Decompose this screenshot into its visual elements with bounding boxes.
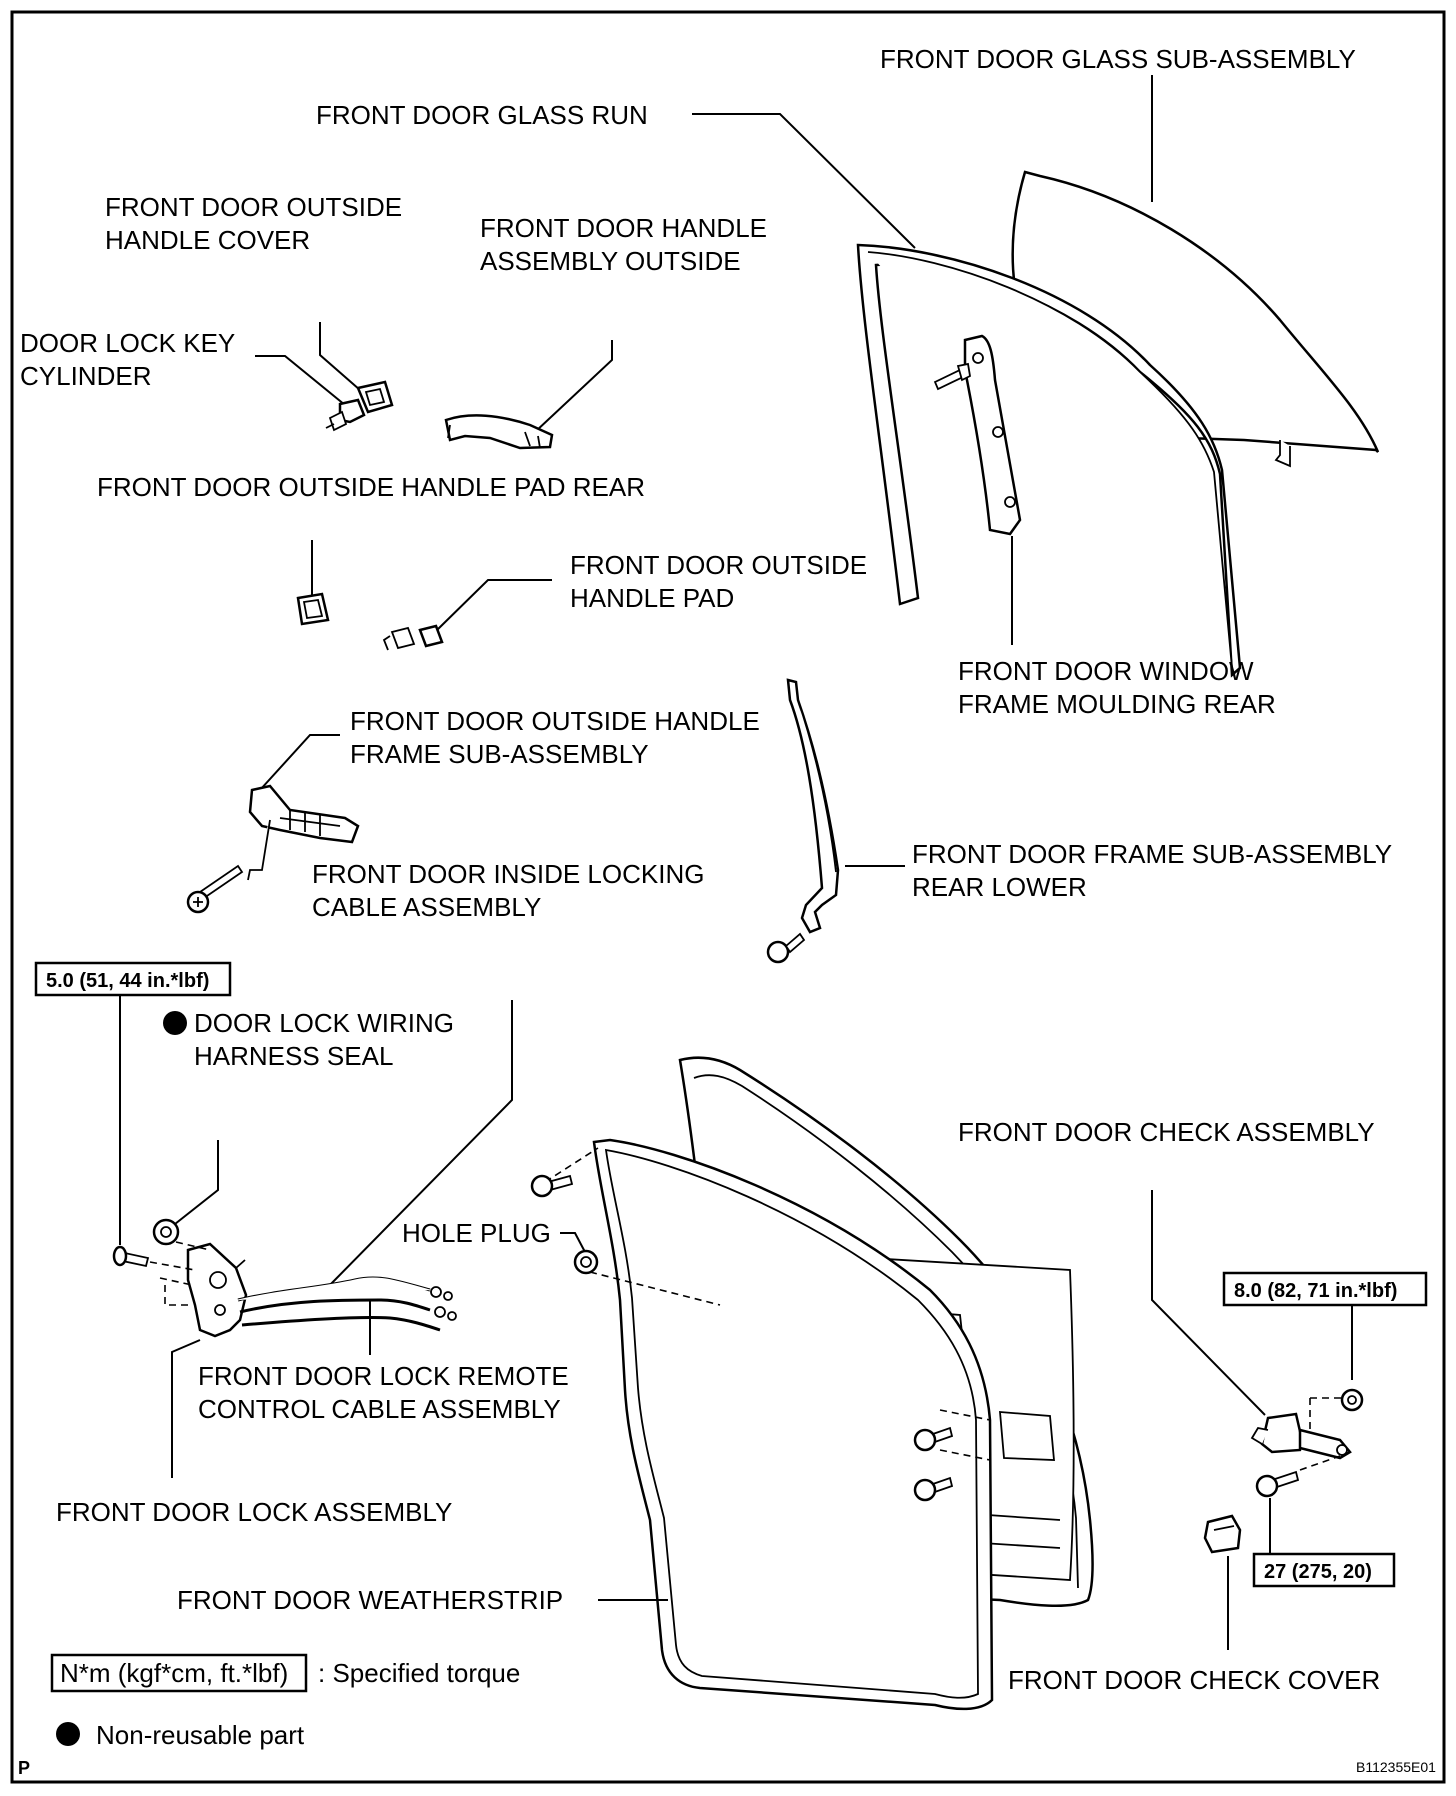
legend-torque-box [50,1653,308,1693]
corner-mark: P [18,1758,30,1778]
window-frame-moulding-part [963,334,1022,536]
figure-border [10,10,1446,1784]
figure-code: B112355E01 [1356,1759,1436,1775]
glass-run-leader [692,113,916,249]
check-nut-torque-box [1222,1271,1428,1307]
window-frame-moulding-label-2: FRAME MOULDING REAR [958,689,1276,719]
weatherstrip-label: FRONT DOOR WEATHERSTRIP [177,1585,563,1615]
glass-run-part [856,243,1242,678]
remote-cable-label-1: FRONT DOOR LOCK REMOTE [198,1361,569,1391]
handle-frame-label-2: FRAME SUB-ASSEMBLY [350,739,649,769]
handle-frame-label-1: FRONT DOOR OUTSIDE HANDLE [350,706,760,736]
check-assembly-part [1250,1412,1352,1460]
frame-rear-lower-label-1: FRONT DOOR FRAME SUB-ASSEMBLY [912,839,1392,869]
handle-pad-rear-part [296,592,330,626]
frame-rear-lower-part [786,678,840,934]
check-nut-part [1340,1388,1364,1412]
hole-plug-leader [560,1232,586,1253]
check-assembly-label: FRONT DOOR CHECK ASSEMBLY [958,1117,1375,1147]
key-cylinder-leader [255,355,346,406]
door-clip-icons [530,1174,954,1502]
hole-plug-label: HOLE PLUG [402,1218,551,1248]
check-bolt-part [1255,1470,1300,1498]
handle-assembly-outside-part [444,414,554,450]
lock-assembly-leader [171,1339,201,1478]
glass-sub-assembly-label: FRONT DOOR GLASS SUB-ASSEMBLY [880,44,1356,74]
handle-pad-leader [434,579,552,633]
wiring-seal-bullet-icon [163,1011,187,1035]
lock-screw-torque-box [34,961,232,997]
handle-pad-label-2: HANDLE PAD [570,583,734,613]
wiring-seal-part [152,1218,180,1246]
lock-dash-lines [149,1241,211,1306]
glass-run-label: FRONT DOOR GLASS RUN [316,100,648,130]
handle-assembly-outside-leader [534,340,613,433]
weatherstrip-part [592,1138,994,1711]
outside-handle-cover-part [356,380,394,414]
wiring-seal-label-2: HARNESS SEAL [194,1041,393,1071]
window-frame-moulding-label-1: FRONT DOOR WINDOW [958,656,1254,686]
legend-nonreusable-bullet-icon [56,1722,80,1746]
key-cylinder-label-1: DOOR LOCK KEY [20,328,235,358]
check-nut-torque-text: 8.0 (82, 71 in.*lbf) [1234,1280,1397,1302]
lock-assembly-part [186,1242,248,1338]
outside-handle-cover-leader [319,322,361,391]
inside-locking-cable-label-2: CABLE ASSEMBLY [312,892,541,922]
handle-pad-rear-label: FRONT DOOR OUTSIDE HANDLE PAD REAR [97,472,645,502]
key-cylinder-part [325,398,366,432]
handle-pad-part [382,624,444,651]
outside-handle-cover-label-1: FRONT DOOR OUTSIDE [105,192,402,222]
handle-frame-screw-icon [186,864,244,914]
handle-assembly-outside-label-1: FRONT DOOR HANDLE [480,213,767,243]
cables-part [237,1276,457,1332]
check-dash-lines [1299,1397,1345,1471]
frame-rear-lower-label-2: REAR LOWER [912,872,1087,902]
lock-assembly-label: FRONT DOOR LOCK ASSEMBLY [56,1497,452,1527]
handle-pad-label-1: FRONT DOOR OUTSIDE [570,550,867,580]
check-assembly-leader [1151,1190,1266,1416]
lock-screw-icon [112,1245,150,1268]
check-bolt-torque-box [1252,1552,1396,1588]
frame-rear-lower-bolt-icon [766,932,806,964]
handle-frame-part [247,784,360,881]
lock-screw-torque-text: 5.0 (51, 44 in.*lbf) [46,970,209,992]
legend-torque-box-text: N*m (kgf*cm, ft.*lbf) [60,1658,288,1688]
outside-handle-cover-label-2: HANDLE COVER [105,225,310,255]
handle-assembly-outside-label-2: ASSEMBLY OUTSIDE [480,246,741,276]
check-cover-label: FRONT DOOR CHECK COVER [1008,1665,1380,1695]
wiring-seal-label-1: DOOR LOCK WIRING [194,1008,454,1038]
hole-plug-part [573,1249,599,1275]
remote-cable-label-2: CONTROL CABLE ASSEMBLY [198,1394,561,1424]
legend-torque-text: : Specified torque [318,1658,520,1688]
handle-frame-leader [259,734,340,791]
legend-nonreusable-text: Non-reusable part [96,1720,305,1750]
inside-locking-cable-label-1: FRONT DOOR INSIDE LOCKING [312,859,704,889]
inside-locking-cable-leader [324,1000,513,1291]
wiring-seal-leader [174,1140,219,1225]
key-cylinder-label-2: CYLINDER [20,361,151,391]
check-bolt-torque-text: 27 (275, 20) [1264,1561,1372,1583]
check-cover-part [1203,1514,1242,1554]
moulding-screw-icon [933,362,971,391]
